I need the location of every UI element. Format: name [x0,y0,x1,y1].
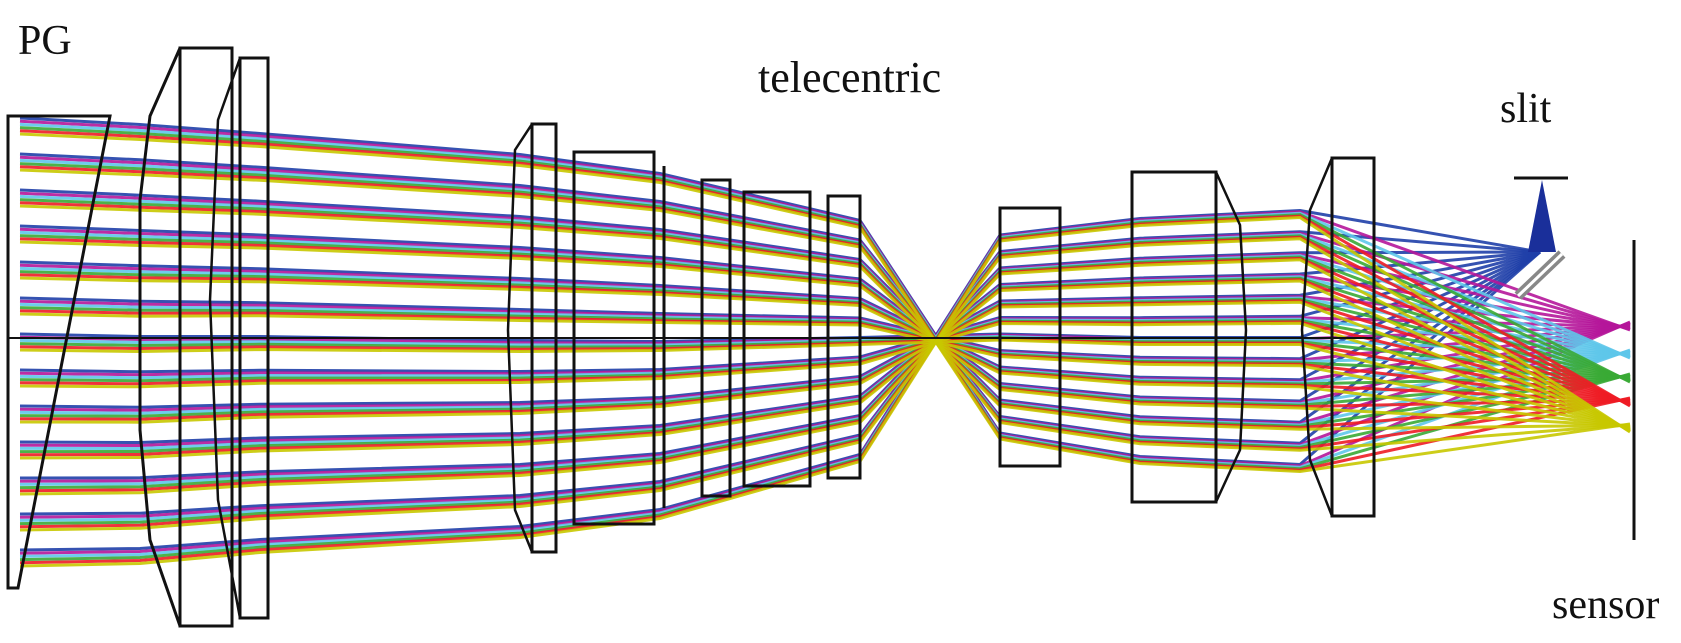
label-sensor: sensor [1552,582,1660,628]
tele-lens-2 [572,150,656,526]
ray [19,258,1631,496]
relay-lens-3 [1330,156,1376,518]
relay-lens-2-curve [1214,171,1248,503]
ray [19,321,1631,431]
fold-mirror-edge [1516,252,1564,298]
ray [19,132,1631,474]
ray [19,240,1631,428]
tele-lens-4 [742,190,812,488]
ray [19,312,1631,429]
label-slit: slit [1500,86,1552,132]
optical-elements [6,46,1636,628]
ray [19,215,1631,568]
ray [19,276,1631,429]
ray [19,204,1631,431]
pg-prism-grating [6,114,112,590]
ray [19,168,1631,452]
relay-lens-1 [998,206,1062,468]
tele-lens-3 [700,178,732,498]
tele-lens-5 [826,194,862,480]
front-lens-2-curve [208,57,242,619]
front-lens-1 [178,46,234,628]
front-lens-1-curve [138,47,182,627]
ray [19,338,1631,430]
label-telecentric: telecentric [758,53,942,102]
tele-lens-1 [530,122,558,554]
ray [19,300,1631,431]
slit-cone [1528,180,1556,252]
ray [19,279,1631,460]
front-lens-2 [238,56,270,620]
label-pg: PG [18,18,72,64]
tele-lens-1-curve [506,123,534,553]
ray [19,237,1631,532]
ray-bundles [19,116,1631,568]
relay-lens-3-curve [1300,157,1334,517]
